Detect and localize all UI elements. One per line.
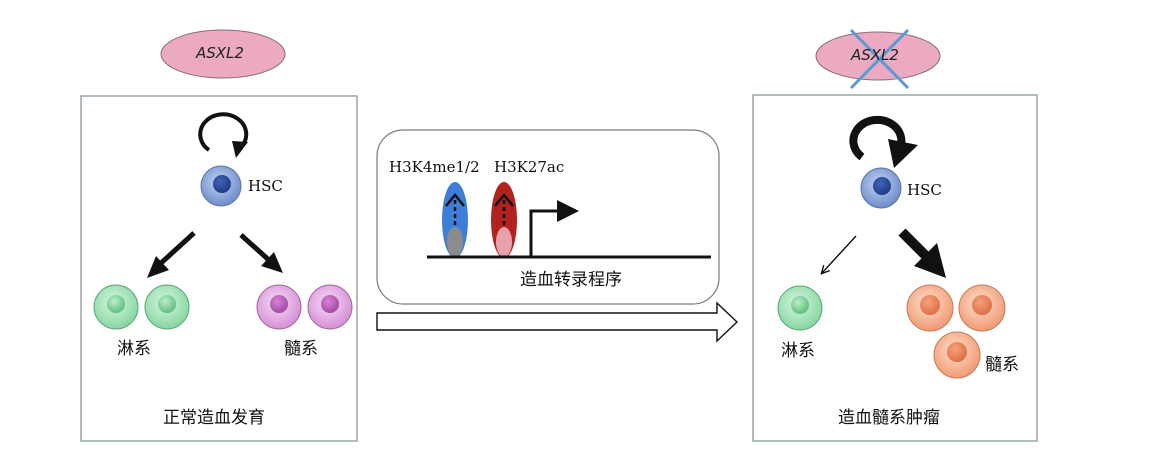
gene-label-right: ASXL2 (851, 46, 899, 64)
myeloid-arrow-right (898, 228, 946, 278)
hsc-cell-right (860, 167, 902, 209)
transcription-panel-frame (376, 129, 720, 305)
myeloid-tumor-cell-1 (906, 284, 954, 332)
myeloid-tumor-cell-3 (933, 331, 981, 379)
gene-label-left: ASXL2 (196, 44, 244, 62)
lymphoid-label-right: 淋系 (781, 341, 815, 361)
transition-arrow (376, 301, 739, 343)
asxl2-gene-oval-left (160, 29, 286, 79)
hsc-label-right: HSC (907, 181, 942, 199)
normal-panel-caption: 正常造血发育 (163, 408, 265, 428)
self-renewal-loop-right (849, 115, 918, 168)
myeloid-cell-left-1 (256, 284, 302, 330)
h3k27ac-mark (491, 182, 517, 258)
myeloid-tumor-cell-2 (958, 284, 1006, 332)
myeloid-label-left: 髓系 (284, 339, 318, 359)
tumor-panel-caption: 造血髓系肿瘤 (838, 408, 940, 428)
lymphoid-cell-left-1 (93, 284, 139, 330)
transcription-start-arrow (529, 200, 579, 256)
h3k4me1-2-label: H3K4me1/2 (389, 158, 480, 176)
h3k4me1-2-mark (442, 182, 468, 258)
transcription-panel-caption: 造血转录程序 (520, 270, 622, 290)
hsc-cell-left (200, 165, 242, 207)
normal-panel-frame (80, 95, 358, 442)
lymphoid-cell-right (777, 285, 823, 331)
knockout-cross-icon (849, 28, 910, 90)
h3k27ac-label: H3K27ac (494, 158, 565, 176)
lymphoid-arrow-left (147, 231, 196, 278)
lymphoid-label-left: 淋系 (117, 339, 151, 359)
myeloid-label-right: 髓系 (985, 355, 1019, 375)
hsc-label-left: HSC (248, 177, 283, 195)
self-renewal-loop-left (198, 112, 249, 158)
myeloid-arrow-left (239, 233, 283, 273)
lymphoid-arrow-right (822, 235, 857, 273)
myeloid-cell-left-2 (307, 284, 353, 330)
lymphoid-cell-left-2 (144, 284, 190, 330)
